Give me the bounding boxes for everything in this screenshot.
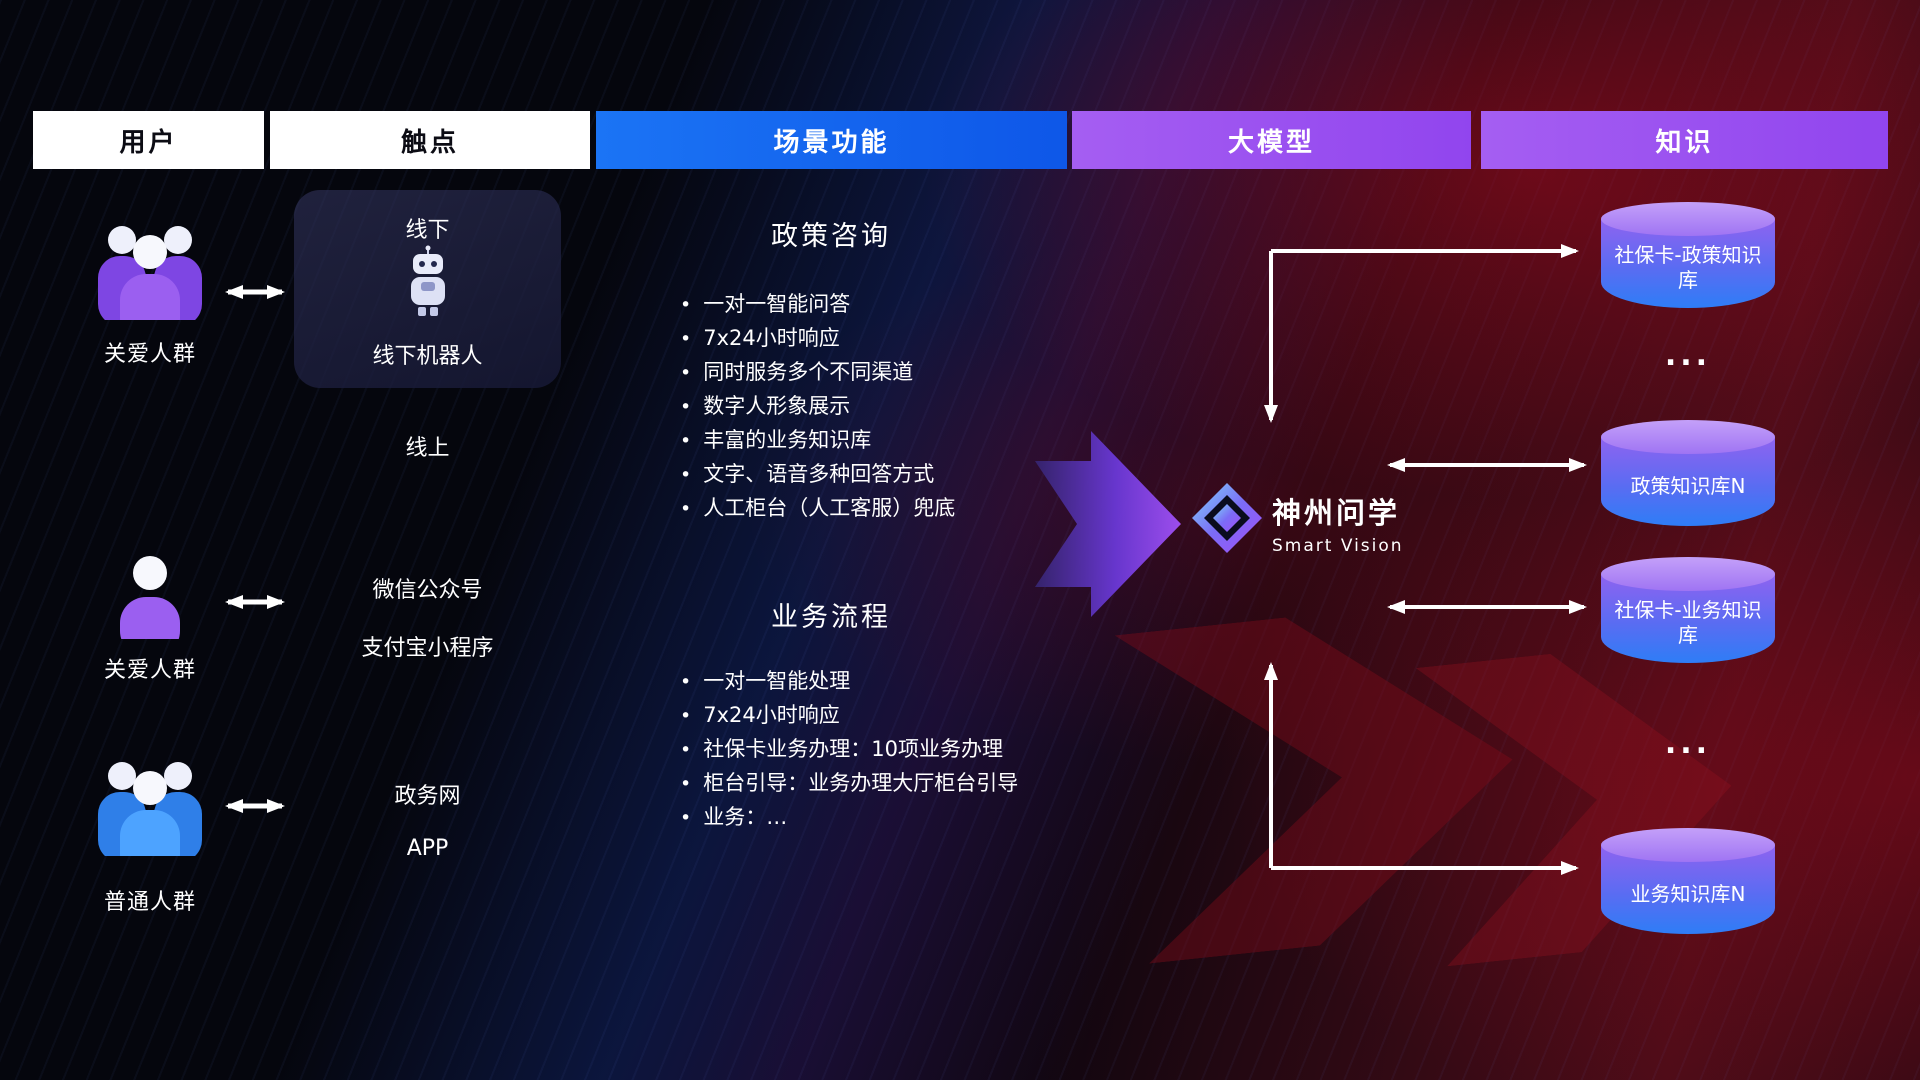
list-item: 文字、语音多种回答方式 bbox=[680, 458, 1140, 492]
brand-name: 神州问学 bbox=[1272, 496, 1401, 530]
brand-diamond-icon bbox=[1192, 483, 1262, 553]
list-item: 柜台引导：业务办理大厅柜台引导 bbox=[680, 767, 1140, 801]
header-touchpoints: 触点 bbox=[270, 111, 590, 169]
knowledge-db-label: 社保卡-业务知识库 bbox=[1614, 598, 1762, 647]
knowledge-db-label: 社保卡-政策知识库 bbox=[1614, 243, 1762, 292]
scenario-business-title: 业务流程 bbox=[771, 602, 891, 633]
list-item: 业务：… bbox=[680, 801, 1140, 835]
header-scenario-functions-label: 场景功能 bbox=[773, 127, 890, 158]
list-item: 一对一智能处理 bbox=[680, 665, 1140, 699]
list-item: 数字人形象展示 bbox=[680, 390, 1140, 424]
header-scenario-functions: 场景功能 bbox=[596, 111, 1067, 169]
header-touchpoints-label: 触点 bbox=[400, 127, 459, 158]
ellipsis-indicator: ... bbox=[1664, 726, 1712, 761]
cylinder-top bbox=[1601, 557, 1775, 591]
care-group-icon bbox=[98, 226, 202, 320]
list-item: 一对一智能问答 bbox=[680, 288, 1140, 322]
list-item: 社保卡业务办理：10项业务办理 bbox=[680, 733, 1140, 767]
general-group-icon bbox=[98, 762, 202, 856]
channel-gov-web: 政务网 bbox=[394, 784, 461, 809]
care-group-label: 关爱人群 bbox=[103, 342, 196, 367]
general-group-label: 普通人群 bbox=[103, 890, 196, 915]
cylinder-top bbox=[1601, 202, 1775, 236]
offline-touchpoint-panel: 线下 线下机器人 bbox=[294, 190, 561, 388]
care-person-label: 关爱人群 bbox=[103, 658, 196, 683]
knowledge-db-cylinder: 社保卡-政策知识库 bbox=[1601, 202, 1775, 308]
offline-robot-label: 线下机器人 bbox=[372, 344, 483, 369]
header-knowledge-label: 知识 bbox=[1655, 127, 1714, 158]
header-large-model-label: 大模型 bbox=[1227, 127, 1315, 158]
flow-arrow-icon bbox=[1035, 431, 1181, 617]
online-title: 线上 bbox=[405, 436, 450, 461]
cylinder-top bbox=[1601, 420, 1775, 454]
knowledge-db-cylinder: 社保卡-业务知识库 bbox=[1601, 557, 1775, 663]
brand-text-block: 神州问学 Smart Vision bbox=[1272, 490, 1404, 556]
header-knowledge: 知识 bbox=[1481, 111, 1888, 169]
scenario-policy-title: 政策咨询 bbox=[771, 221, 891, 252]
brand-subtitle: Smart Vision bbox=[1272, 536, 1404, 556]
cylinder-top bbox=[1601, 828, 1775, 862]
list-item: 丰富的业务知识库 bbox=[680, 424, 1140, 458]
knowledge-db-label: 政策知识库N bbox=[1630, 473, 1746, 498]
knowledge-db-cylinder: 政策知识库N bbox=[1601, 420, 1775, 526]
channel-wechat: 微信公众号 bbox=[372, 578, 483, 603]
list-item: 同时服务多个不同渠道 bbox=[680, 356, 1140, 390]
list-item: 人工柜台（人工客服）兜底 bbox=[680, 492, 1140, 526]
robot-icon bbox=[410, 245, 445, 316]
offline-title: 线下 bbox=[405, 218, 450, 243]
scenario-business-list: 一对一智能处理 7x24小时响应 社保卡业务办理：10项业务办理 柜台引导：业务… bbox=[680, 665, 1140, 835]
list-item: 7x24小时响应 bbox=[680, 322, 1140, 356]
ellipsis-indicator: ... bbox=[1664, 338, 1712, 373]
list-item: 7x24小时响应 bbox=[680, 699, 1140, 733]
channel-alipay: 支付宝小程序 bbox=[361, 636, 494, 661]
knowledge-db-label: 业务知识库N bbox=[1630, 881, 1746, 906]
scenario-policy-list: 一对一智能问答 7x24小时响应 同时服务多个不同渠道 数字人形象展示 丰富的业… bbox=[680, 288, 1140, 526]
header-users: 用户 bbox=[33, 111, 264, 169]
knowledge-db-cylinder: 业务知识库N bbox=[1601, 828, 1775, 934]
person-icon bbox=[120, 556, 180, 639]
header-large-model: 大模型 bbox=[1072, 111, 1471, 169]
header-users-label: 用户 bbox=[119, 127, 178, 158]
channel-app: APP bbox=[406, 836, 449, 861]
